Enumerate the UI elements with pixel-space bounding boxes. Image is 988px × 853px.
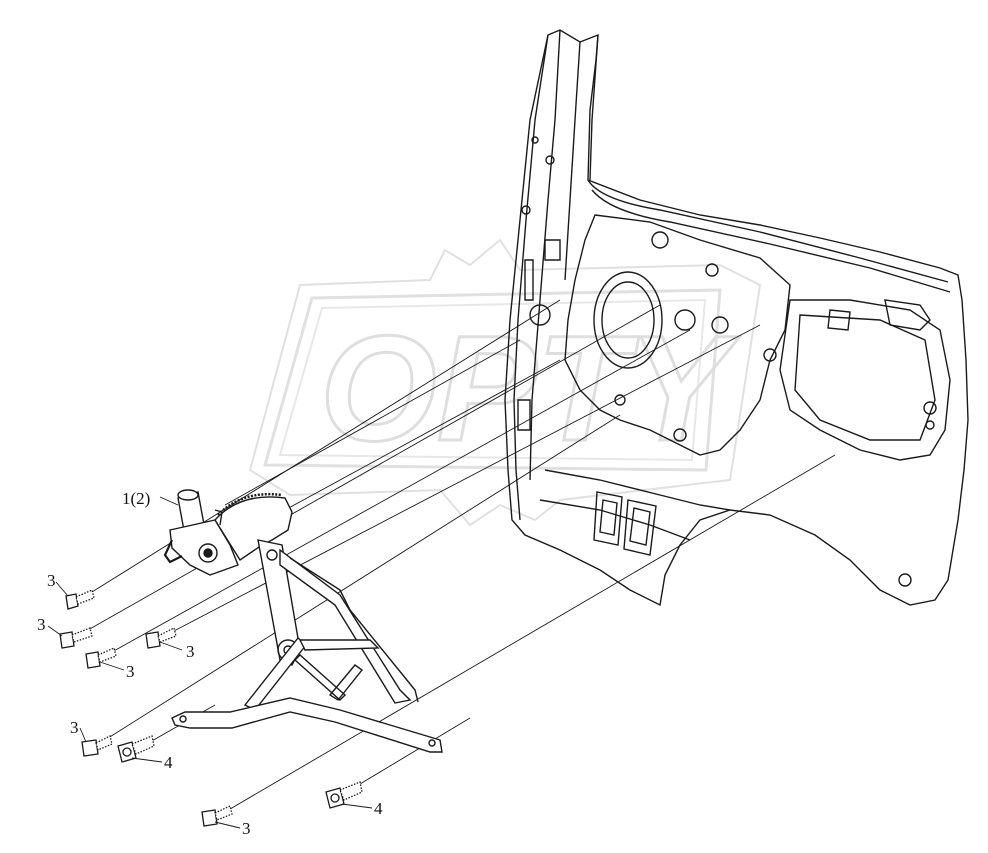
leader-lines <box>87 299 836 813</box>
callout-part-1: 1(2) <box>122 489 150 508</box>
bolt-3-a <box>65 589 95 610</box>
callout-leaders <box>47 496 373 829</box>
bolts <box>59 589 363 827</box>
watermark-logo: OPTY <box>248 238 762 527</box>
callout-bolt-e: 3 <box>70 718 79 737</box>
window-regulator <box>163 489 443 753</box>
callout-bolt-h: 4 <box>374 799 383 818</box>
regulator-motor <box>163 489 239 576</box>
bolt-3-c <box>85 647 117 669</box>
door-inner-panel <box>504 29 969 607</box>
callout-bolt-f: 3 <box>242 819 251 838</box>
bolt-3-b <box>59 627 93 649</box>
callout-bolt-a: 3 <box>47 571 56 590</box>
callout-bolt-d: 3 <box>186 642 195 661</box>
bolt-3-f <box>201 805 233 827</box>
bolt-3-d <box>145 627 177 649</box>
bolt-3-e <box>81 735 113 757</box>
bolt-4-a <box>117 735 155 763</box>
callout-bolt-g: 4 <box>164 753 173 772</box>
callout-labels: 1(2) 3 3 3 3 3 3 4 4 <box>37 489 383 838</box>
callout-bolt-b: 3 <box>37 615 46 634</box>
callout-bolt-c: 3 <box>126 662 135 681</box>
